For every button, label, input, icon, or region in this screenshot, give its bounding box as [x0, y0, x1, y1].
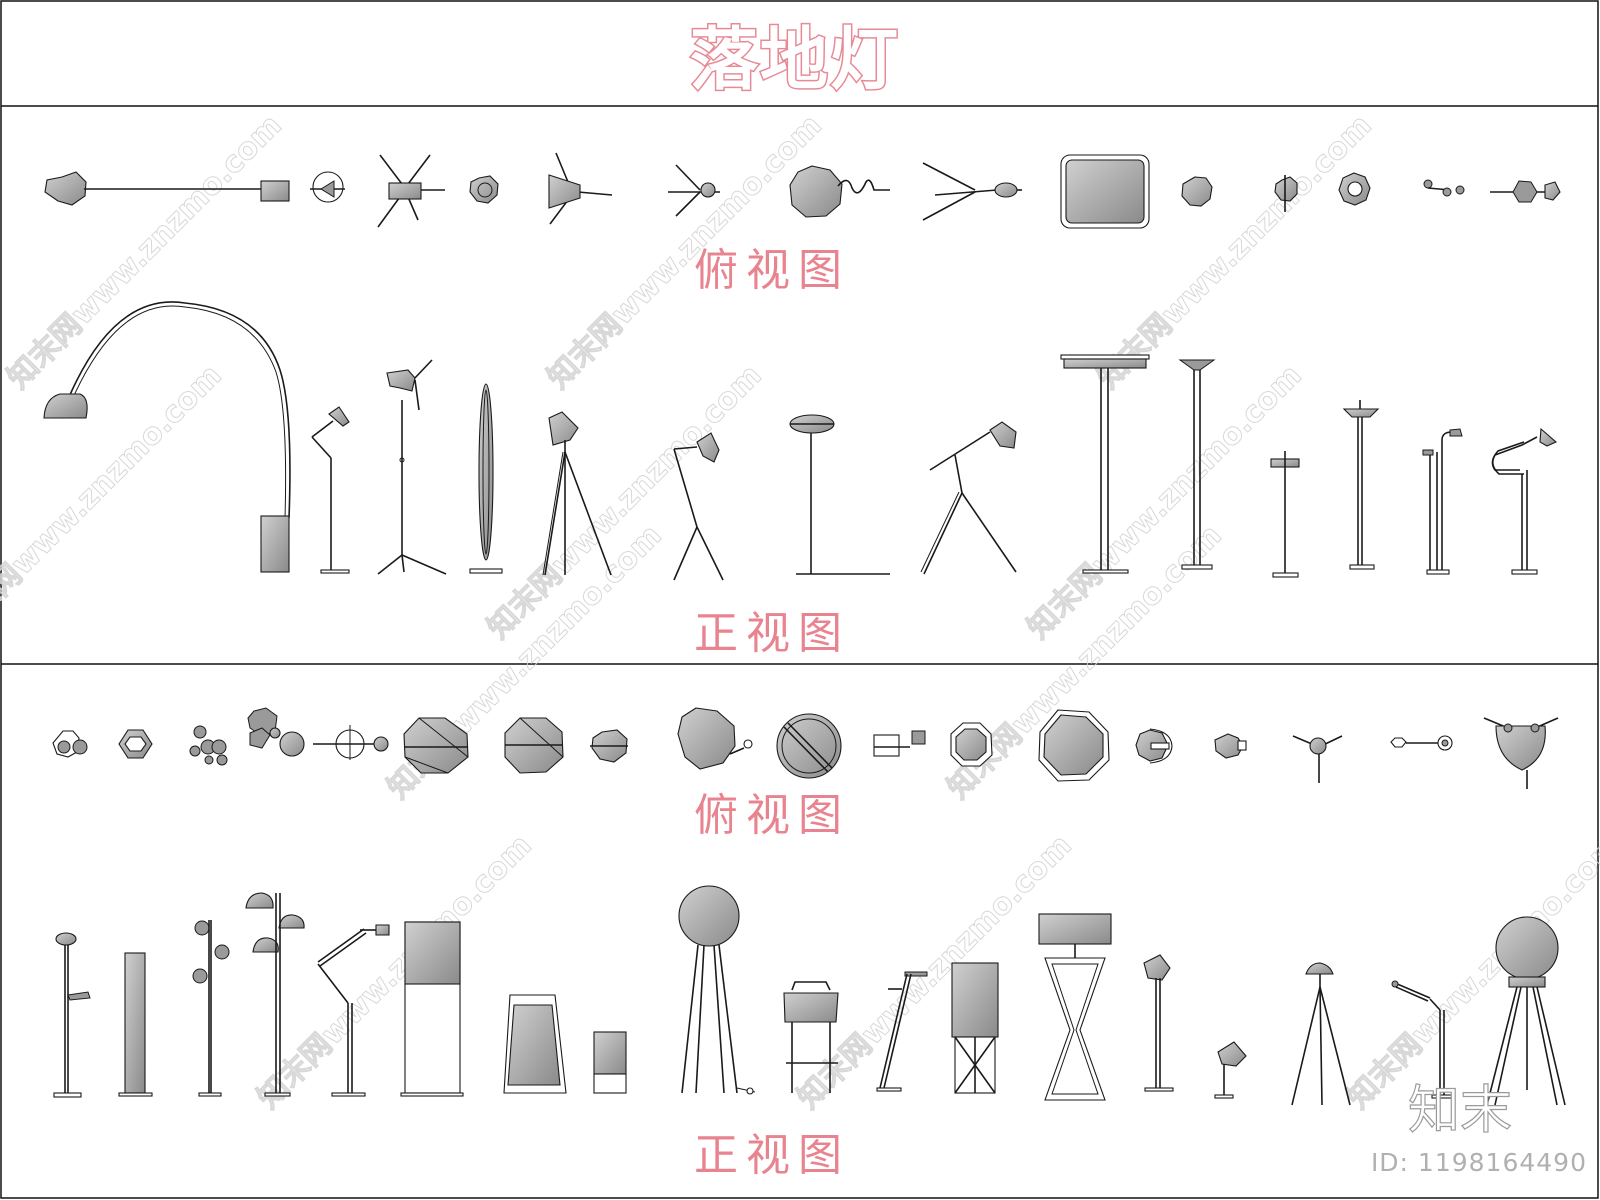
lamp-front-view — [1391, 980, 1453, 1099]
lamp-front-view — [377, 359, 447, 575]
lamp-front-view — [1342, 400, 1380, 570]
lamp-front-view — [1143, 954, 1174, 1092]
lamp-top-view — [247, 707, 305, 757]
lamp-front-view — [118, 952, 153, 1097]
lamp-front-view — [593, 1031, 627, 1094]
lamp-front-view — [951, 962, 999, 1094]
lamp-front-view — [783, 981, 839, 1093]
sheet-title: 落地灯 — [690, 21, 900, 100]
watermark: 知末网www.znzmo.com — [1341, 828, 1600, 1116]
lamp-top-view — [1423, 179, 1465, 197]
lamp-front-view — [400, 921, 464, 1097]
section1-front-views — [43, 301, 1558, 581]
lamp-top-view — [504, 717, 564, 774]
id-label: ID: 1198164490 — [1371, 1148, 1587, 1177]
lamp-front-view — [920, 421, 1017, 575]
lamp-front-view — [1270, 451, 1300, 578]
lamp-top-view — [1135, 728, 1173, 764]
lamp-front-view — [1038, 913, 1112, 1101]
section1-top-views — [44, 152, 1561, 229]
lamp-front-view — [673, 432, 724, 581]
lamp-top-view — [873, 730, 926, 757]
lamp-front-view — [1422, 428, 1463, 575]
lamp-top-view — [548, 152, 613, 225]
lamp-front-view — [542, 411, 612, 576]
lamp-top-view — [950, 722, 993, 767]
lamp-top-view — [44, 171, 290, 206]
lamp-top-view — [922, 162, 1022, 221]
lamp-front-view — [1214, 1041, 1247, 1099]
lamp-top-view — [1483, 717, 1559, 789]
top-view-label: 俯视图 — [694, 245, 850, 296]
lamp-top-view — [677, 707, 753, 770]
lamp-top-view — [52, 730, 88, 758]
lamp-top-view — [1292, 735, 1343, 783]
lamp-front-view — [789, 414, 890, 575]
watermark: 知末网www.znzmo.com — [251, 828, 539, 1116]
lamp-front-view — [503, 994, 567, 1094]
front-view-label: 正视图 — [694, 608, 850, 659]
lamp-top-view — [469, 175, 499, 204]
watermark: 知末网www.znzmo.com — [1091, 108, 1379, 396]
lamp-front-view — [1060, 354, 1150, 574]
lamp-top-view — [118, 729, 153, 759]
lamp-front-view — [1178, 359, 1216, 570]
lamp-front-view — [245, 892, 305, 1097]
lamp-top-view — [590, 729, 628, 763]
lamp-top-view — [310, 171, 345, 203]
lamp-top-view — [1038, 709, 1110, 782]
lamp-front-view — [43, 301, 291, 573]
lamp-front-view — [192, 920, 230, 1097]
lamp-top-view — [776, 713, 842, 779]
lamp-front-view — [1291, 962, 1351, 1106]
section2-front-views — [53, 885, 1566, 1106]
lamp-top-view — [1214, 733, 1247, 759]
lamp-top-view — [313, 725, 389, 760]
lamp-top-view — [189, 725, 228, 766]
lamp-top-view — [403, 717, 469, 774]
lamp-top-view — [1338, 172, 1371, 206]
lamp-front-view — [311, 406, 350, 574]
top-view-label: 俯视图 — [694, 790, 850, 841]
lamp-front-view — [1491, 427, 1558, 575]
lamp-front-view — [53, 932, 91, 1098]
lamp-front-view — [876, 971, 928, 1092]
lamp-top-view — [1181, 176, 1213, 207]
lamp-front-view — [469, 383, 503, 574]
lamp-top-view — [1490, 180, 1561, 203]
lamp-front-view — [1486, 916, 1566, 1106]
section2-top-views — [52, 707, 1559, 789]
front-view-label: 正视图 — [694, 1130, 850, 1181]
brand-logo: 知末 — [1408, 1081, 1512, 1141]
watermark: 知末网www.znzmo.com — [791, 828, 1079, 1116]
watermark: 知末网www.znzmo.com — [1, 108, 289, 396]
lamp-top-view — [789, 165, 890, 218]
lamp-top-view — [1060, 154, 1150, 229]
lamp-top-view — [377, 154, 445, 228]
watermark: 知末网www.znzmo.com — [481, 358, 769, 646]
lamp-top-view — [1390, 735, 1453, 751]
lamp-front-view — [678, 885, 756, 1095]
lamp-front-view — [317, 924, 390, 1097]
lamp-top-view — [668, 164, 720, 217]
watermark: 知末网www.znzmo.com — [0, 358, 229, 646]
lamp-top-view — [1274, 175, 1298, 212]
